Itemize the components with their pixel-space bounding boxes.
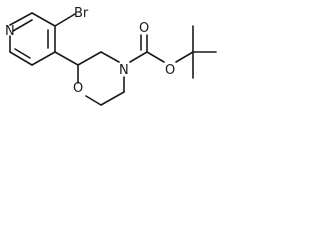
bond-c4-c5 — [31, 51, 56, 66]
molecule-drawing: N Br O N O O — [5, 6, 217, 106]
atom-n-pyridine: N — [5, 24, 15, 39]
atom-br: Br — [74, 6, 89, 21]
bond-c3m-n — [100, 51, 120, 63]
atom-n-ring: N — [119, 63, 129, 78]
bond-n1-c2-double — [12, 19, 33, 32]
bond-n-carbonyl — [129, 51, 148, 63]
bond-oester-tbu — [175, 51, 194, 63]
bond-c5-c6-double — [14, 48, 31, 59]
bond-c3-br — [54, 13, 76, 27]
atom-o-ester: O — [165, 63, 175, 78]
bond-c2-c3 — [31, 12, 56, 27]
bond-carbonyl-oester — [146, 51, 165, 63]
pyridine-ring — [9, 12, 56, 66]
atom-o-ring: O — [73, 81, 83, 96]
boc-group — [129, 25, 217, 79]
structure-diagram: N Br O N O O — [5, 6, 217, 106]
atom-o-carbonyl: O — [139, 21, 149, 36]
morpholine-ring — [77, 51, 125, 106]
bond-c5m-c6m — [100, 91, 125, 106]
bond-c2m-c3m — [77, 51, 102, 66]
bond-c5-c6 — [9, 51, 33, 66]
bond-c6m-o — [85, 95, 102, 106]
bond-c4-morpholine — [54, 51, 79, 66]
bond-n1-c2 — [9, 12, 33, 26]
